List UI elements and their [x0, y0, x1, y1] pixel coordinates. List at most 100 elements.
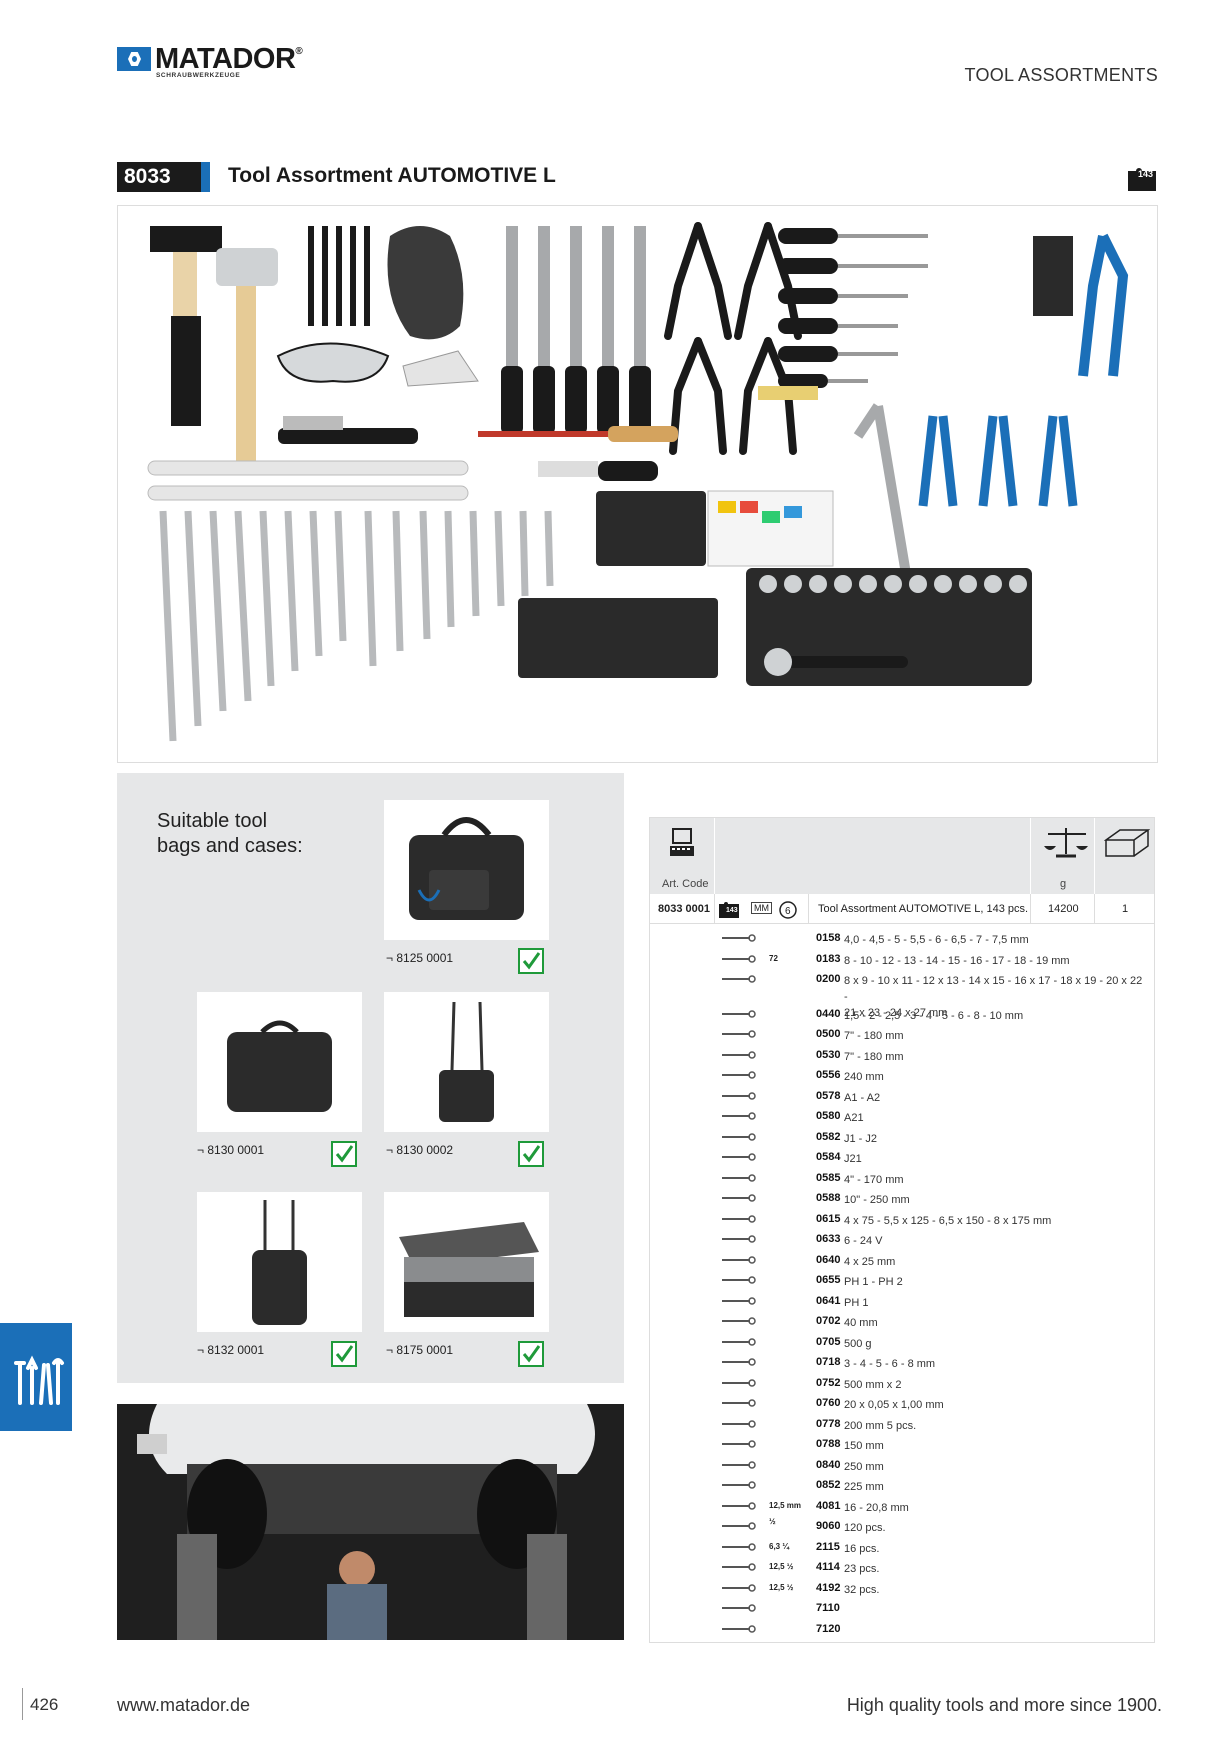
item-code: 0641: [816, 1294, 841, 1307]
bag-label-8175: ¬ 8175 0001: [386, 1343, 454, 1357]
item-code: 0705: [816, 1335, 841, 1348]
tool-icon: [722, 1481, 756, 1489]
tool-icon: [722, 1399, 756, 1407]
item-code: 0752: [816, 1376, 841, 1389]
item-description: 6 - 24 V: [844, 1235, 883, 1247]
item-description: 240 mm: [844, 1071, 884, 1083]
item-description: 4" - 170 mm: [844, 1173, 904, 1186]
bags-panel: Suitable tool bags and cases: ¬ 8125 000…: [117, 773, 624, 1383]
tool-icon: [722, 1624, 756, 1633]
tool-icon: [722, 1563, 756, 1571]
spec-table-header: Art. Code g: [650, 818, 1154, 894]
main-description: Tool Assortment AUTOMOTIVE L, 143 pcs.: [818, 903, 1029, 915]
main-product-row: 8033 0001 143 MM 6 Tool Assortment AUTOM…: [650, 894, 1154, 924]
tool-icon: [722, 954, 756, 963]
item-description: 3 - 4 - 5 - 6 - 8 mm: [844, 1358, 936, 1370]
item-description: 40 mm: [844, 1317, 878, 1329]
item-code: 0200: [816, 973, 841, 985]
item-description: 23 pcs.: [844, 1563, 880, 1575]
bag-image-8132: [197, 1192, 362, 1332]
item-description: 10" - 250 mm: [844, 1194, 910, 1206]
item-description-cont: 21 x 23 - 24 x 27 mm: [844, 1007, 948, 1019]
item-row: 7110: [650, 1600, 1154, 1620]
piece-count-icon: 143: [1126, 163, 1158, 193]
product-code: 8033: [124, 165, 171, 188]
tool-icon: [722, 1460, 756, 1469]
spec-table: Art. Code g 8033 0001 143 MM 6 Tool Asso…: [649, 817, 1155, 1643]
piece-badge: 143: [1138, 169, 1153, 179]
bag-image-8125: [384, 800, 549, 940]
tool-icon: [722, 1542, 756, 1551]
item-code: 0584: [816, 1151, 841, 1163]
drive-size-badge: 12,5 ½: [769, 1562, 794, 1571]
tool-icon: [722, 1214, 756, 1223]
drive-size-badge: 12,5 ½: [769, 1582, 794, 1592]
checkmark-icon: [518, 1341, 544, 1367]
item-code: 0788: [816, 1438, 841, 1450]
item-description: 120 pcs.: [844, 1522, 886, 1534]
bag-label-8130-0001: ¬ 8130 0001: [197, 1143, 265, 1157]
item-code: 0440: [816, 1007, 841, 1020]
item-description: 4 x 25 mm: [844, 1255, 896, 1268]
tool-icon: [722, 1358, 756, 1366]
hex-count-icon: 6: [779, 901, 797, 919]
item-code: 0530: [816, 1048, 841, 1061]
tool-icon: [722, 1337, 756, 1346]
main-art-code: 8033 0001: [658, 903, 710, 915]
item-description: J1 - J2: [844, 1132, 878, 1145]
keyboard-icon: [670, 828, 694, 856]
item-row: 7120: [650, 1621, 1154, 1641]
item-description: 1,5 - 2 - 2,5 - 3 - 4 - 5 - 6 - 8 - 10 m…: [844, 1009, 1024, 1022]
item-description: PH 1: [844, 1296, 869, 1309]
item-code: 0580: [816, 1110, 841, 1122]
item-code: 7120: [816, 1622, 841, 1635]
tool-icon: [722, 1276, 756, 1284]
item-code: 0640: [816, 1253, 841, 1266]
checkmark-icon: [331, 1341, 357, 1367]
item-code: 0702: [816, 1315, 841, 1327]
hammer-icon: [150, 226, 278, 466]
bag-image-8130-0001: [197, 992, 362, 1132]
piece-count-icon: 143: [719, 902, 739, 918]
item-code: 0582: [816, 1130, 841, 1143]
item-description: 4 x 75 - 5,5 x 125 - 6,5 x 150 - 8 x 175…: [844, 1214, 1052, 1227]
item-description: 500 mm x 2: [844, 1378, 902, 1391]
tools-category-tab[interactable]: [0, 1323, 76, 1431]
item-description: 7" - 180 mm: [844, 1030, 904, 1042]
item-code: 0655: [816, 1274, 841, 1286]
item-description: 200 mm 5 pcs.: [844, 1419, 917, 1432]
item-description: 150 mm: [844, 1440, 884, 1452]
website-link[interactable]: www.matador.de: [117, 1695, 251, 1715]
package-box-icon: [1104, 829, 1150, 857]
tool-icon: [722, 1440, 756, 1448]
item-code: 2115: [816, 1540, 840, 1553]
weight-unit-label: g: [1060, 878, 1067, 890]
item-description: 225 mm: [844, 1481, 884, 1493]
item-code: 0615: [816, 1212, 841, 1225]
item-description: A1 - A2: [844, 1091, 881, 1104]
tool-icon: [722, 1132, 756, 1141]
section-title: TOOL ASSORTMENTS: [964, 65, 1158, 85]
tool-assortment-image: [117, 205, 1158, 763]
item-description: 8 - 10 - 12 - 13 - 14 - 15 - 16 - 17 - 1…: [844, 954, 1070, 967]
item-description: J21: [844, 1153, 862, 1165]
tool-icon: [722, 1235, 756, 1243]
